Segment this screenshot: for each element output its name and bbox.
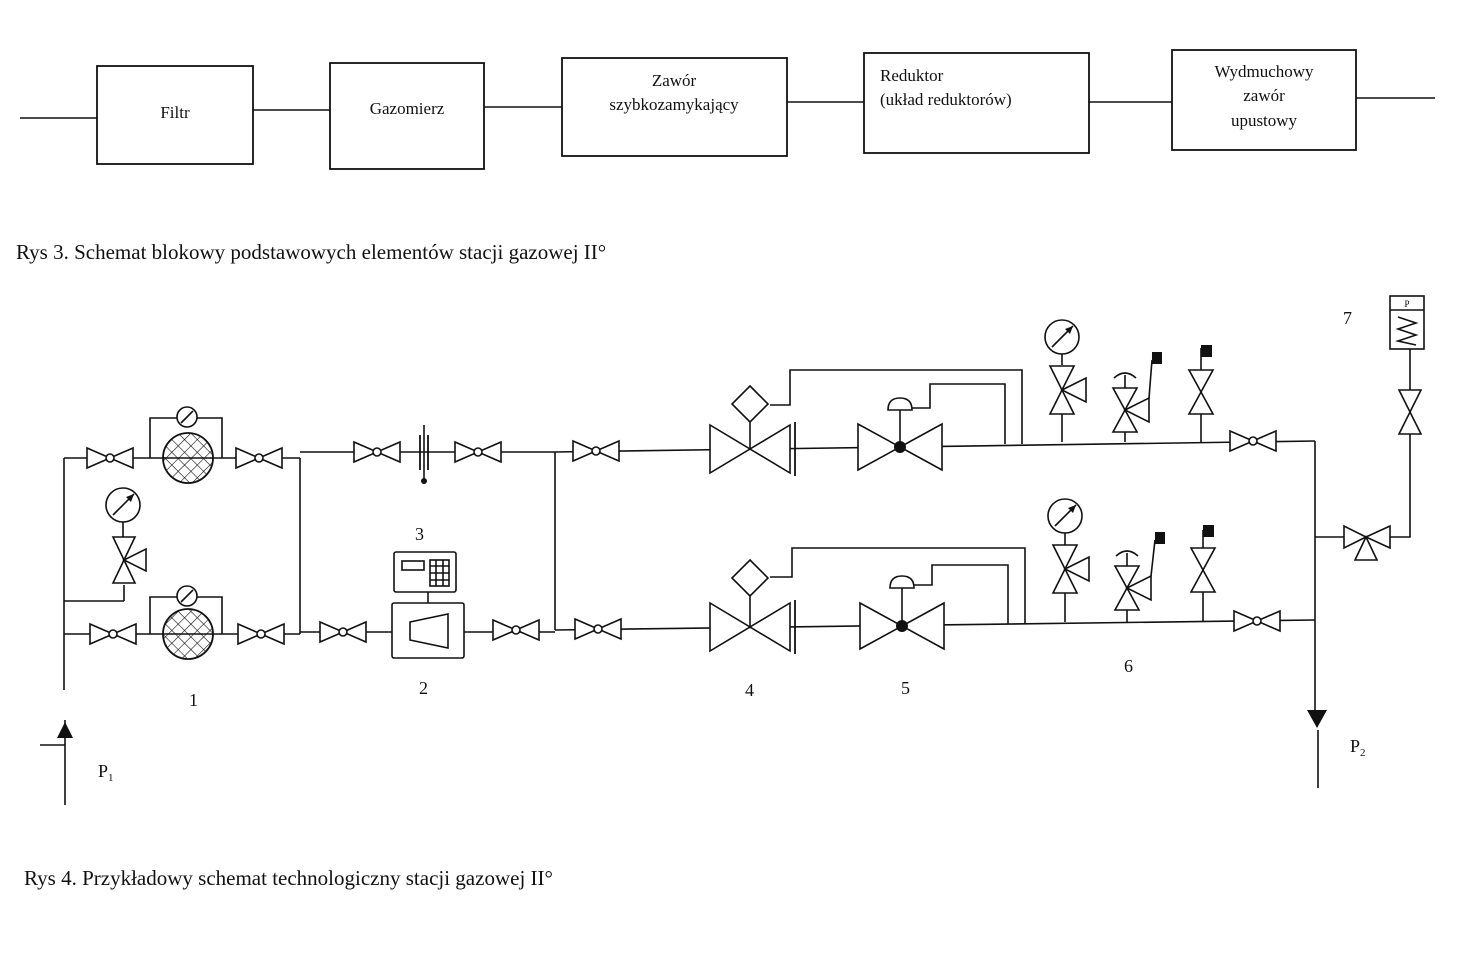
label-5: 5 [901, 678, 910, 698]
block-label: Zawór [652, 71, 697, 90]
ball-valve [89, 622, 137, 646]
ball-valve [235, 446, 283, 470]
impulse-line [770, 369, 1023, 444]
spring-cap [1113, 372, 1137, 379]
ball-valve [574, 617, 622, 641]
flag-icon [1155, 532, 1165, 544]
ball-valve [353, 440, 401, 464]
block-label: upustowy [1231, 111, 1298, 130]
block-label: Reduktor [880, 66, 944, 85]
ball-valve [454, 440, 502, 464]
block-label: (układ reduktorów) [880, 90, 1012, 109]
label-7: 7 [1343, 308, 1352, 328]
label-1: 1 [189, 690, 198, 710]
pressure-gauge-icon [1047, 498, 1083, 545]
ball-valve [237, 622, 285, 646]
flag-icon [1201, 345, 1212, 357]
slam-shut-valve-lower [709, 558, 796, 654]
block-label: zawór [1243, 86, 1285, 105]
block-diagram: Filtr Gazomierz Zawór szybkozamykający R… [16, 49, 1435, 264]
block-label: Wydmuchowy [1214, 62, 1314, 81]
gas-meter-turbine [409, 613, 449, 649]
valves [86, 389, 1423, 646]
block-filtr [96, 65, 254, 165]
block-wydmuchowy-zawor [1171, 49, 1357, 151]
label-4: 4 [745, 680, 754, 700]
impulse-line [900, 564, 1009, 624]
instrument-valves-upper [1048, 345, 1215, 442]
technological-diagram: P 1 2 3 4 5 6 7 P1 P2 Rys 4. Przykładowy… [24, 295, 1425, 890]
filter-lower [162, 608, 214, 660]
relief-pipe [1315, 348, 1411, 538]
ball-valve [572, 439, 620, 463]
flag-icon [1203, 525, 1214, 537]
block-label: Gazomierz [370, 99, 445, 118]
block-gazomierz [329, 62, 485, 170]
volume-corrector [393, 551, 457, 593]
caption-rys3: Rys 3. Schemat blokowy podstawowych elem… [16, 240, 606, 264]
block-label: szybkozamykający [609, 95, 739, 114]
pressure-regulators [857, 397, 945, 651]
flag-icon [1152, 352, 1162, 364]
thermometer-icon [419, 425, 429, 484]
ball-valve [86, 446, 134, 470]
label-6: 6 [1124, 656, 1133, 676]
shutoff-valve [1397, 389, 1423, 435]
label-3: 3 [415, 524, 424, 544]
filters [162, 406, 214, 660]
gauge-valve [111, 536, 147, 584]
impulse-line [900, 383, 1006, 444]
ball-valve [492, 618, 540, 642]
regulator-upper [857, 397, 943, 472]
impulse-line [770, 547, 1026, 624]
relief-valve [1343, 524, 1391, 561]
label-2: 2 [419, 678, 428, 698]
gas-meter [391, 592, 465, 659]
pressure-gauge-icon [105, 487, 141, 537]
relief-valve-7: P [1389, 295, 1425, 350]
block-reduktor [863, 52, 1090, 154]
label-p1: P1 [98, 761, 114, 784]
filter-upper [162, 432, 214, 484]
slam-shut-valve-upper [709, 384, 796, 476]
pressure-gauges [105, 319, 1083, 545]
outlet-arrow [1307, 710, 1327, 728]
block-label: Filtr [160, 103, 190, 122]
slam-shut-valves [709, 384, 796, 654]
caption-rys4: Rys 4. Przykładowy schemat technologiczn… [24, 866, 553, 890]
block-zawor-szybkozamykajacy [561, 57, 788, 157]
relief-tag: P [1404, 299, 1409, 309]
ball-valve [1229, 429, 1277, 453]
pressure-gauge-icon [1044, 319, 1080, 365]
label-p2: P2 [1350, 736, 1366, 759]
ball-valve [319, 620, 367, 644]
regulator-lower [859, 575, 945, 651]
inlet-arrow [57, 722, 73, 738]
instrument-valves-lower [1051, 525, 1217, 622]
ball-valve [1233, 609, 1281, 633]
